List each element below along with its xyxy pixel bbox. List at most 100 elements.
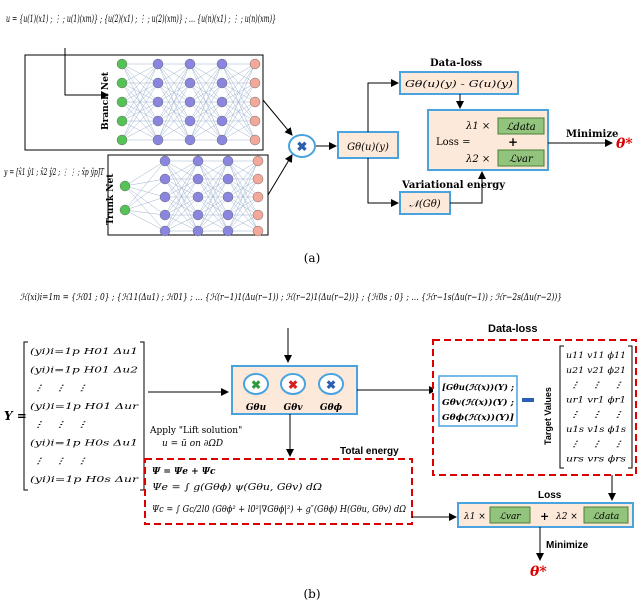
n-g-theta-label: 𝒩(Gθ) xyxy=(409,199,440,210)
lambda2-a: λ2 × xyxy=(465,154,490,165)
g-u-icon: ✖ xyxy=(251,378,261,392)
net-edge xyxy=(197,160,229,198)
panel-a: u = {u(1)(x1) ; ⋮ ; u(1)(xm)} ; {u(2)(x1… xyxy=(3,14,633,265)
total-energy-box xyxy=(144,458,413,525)
net-node xyxy=(159,155,171,167)
y-matrix-right-bracket xyxy=(140,341,145,491)
net-node xyxy=(152,96,164,108)
y-matrix-row: ⋮ ⋮ ⋮ xyxy=(30,457,90,466)
data-loss-box-a xyxy=(399,71,519,95)
net-edge xyxy=(157,63,191,141)
net-edge xyxy=(221,63,256,103)
y-matrix-left-bracket xyxy=(23,341,28,491)
minimize-label-b: Minimize xyxy=(546,540,589,551)
target-row: ⋮ ⋮ ⋮ xyxy=(566,440,626,449)
l-var-label-a: ℒvar xyxy=(509,154,534,165)
y-matrix-row: (yi)i=1p H01 Δu1 xyxy=(30,347,138,356)
g-v-icon: ✖ xyxy=(288,378,298,392)
net-edge xyxy=(164,214,199,232)
net-node xyxy=(192,191,204,203)
net-edge xyxy=(124,178,166,187)
net-node xyxy=(252,155,264,167)
total-energy-title: Total energy xyxy=(340,446,399,457)
data-loss-title-a: Data-loss xyxy=(430,58,482,69)
arrow-u-to-branch xyxy=(64,48,109,99)
net-edge xyxy=(121,82,159,141)
y-matrix-row: ⋮ ⋮ ⋮ xyxy=(30,420,90,429)
net-node xyxy=(249,77,261,89)
net-node xyxy=(192,173,204,185)
arrow-variational-to-loss xyxy=(450,171,486,204)
y-matrix-row: ⋮ ⋮ ⋮ xyxy=(30,384,90,393)
net-edge xyxy=(221,82,256,141)
arrow-g-to-variational xyxy=(367,158,399,207)
theta-star-a: θ* xyxy=(616,136,633,152)
net-edge xyxy=(221,63,256,84)
net-edge xyxy=(197,160,229,232)
net-node xyxy=(249,96,261,108)
trunk-network-diagram xyxy=(119,155,264,237)
g-phi-label: Gθϕ xyxy=(320,403,343,413)
net-edge xyxy=(124,209,166,216)
target-row: u11 v11 ϕ11 xyxy=(566,351,626,360)
net-node xyxy=(252,209,264,221)
target-row: u21 v21 ϕ21 xyxy=(566,366,626,375)
net-node xyxy=(216,77,228,89)
net-node xyxy=(152,77,164,89)
lift-solution-line1: Apply "Lift solution" xyxy=(149,426,242,436)
net-edge xyxy=(164,178,199,216)
l-var-box-b xyxy=(489,506,531,524)
g-phi-node xyxy=(318,373,344,395)
net-node xyxy=(184,134,196,146)
net-node xyxy=(119,204,131,216)
data-loss-title-b: Data-loss xyxy=(488,323,538,335)
minimize-label-a: Minimize xyxy=(566,129,618,140)
l-data-box-b xyxy=(583,506,629,524)
net-edge xyxy=(189,63,223,103)
energy-eq2: Ψe = ∫ g(Gθϕ) ψ(Gθu, Gθv) dΩ xyxy=(152,482,323,493)
net-node xyxy=(116,115,128,127)
net-node xyxy=(192,225,204,237)
net-edge xyxy=(124,185,166,232)
loss-title-b: Loss xyxy=(538,490,562,501)
arrow-trunk-to-product xyxy=(267,154,293,196)
y-matrix-row: (yi)i=1p H0s Δu1 xyxy=(30,438,138,447)
net-edge xyxy=(189,63,223,122)
lambda1-a: λ1 × xyxy=(465,121,490,132)
net-edge xyxy=(197,214,229,232)
net-edge xyxy=(227,178,259,216)
branch-net-box xyxy=(24,54,264,151)
branch-network-diagram xyxy=(116,58,261,146)
subtract-sign xyxy=(522,398,534,402)
prediction-line2: Gθv(ℋ(x))(Y) ; xyxy=(442,397,514,407)
net-node xyxy=(152,115,164,127)
net-edge xyxy=(124,185,166,216)
lambda1-b: λ1 × xyxy=(463,512,486,522)
arrow-branch-to-product xyxy=(262,99,293,136)
caption-b: (b) xyxy=(303,587,320,601)
net-node xyxy=(116,134,128,146)
net-edge xyxy=(197,196,229,216)
net-node xyxy=(216,58,228,70)
target-row: ⋮ ⋮ ⋮ xyxy=(566,381,626,390)
l-data-box-a xyxy=(497,117,545,135)
loss-label-a: Loss = xyxy=(436,137,470,148)
variational-energy-title: Variational energy xyxy=(401,180,506,191)
net-node xyxy=(159,225,171,237)
net-node xyxy=(184,96,196,108)
net-edge xyxy=(227,160,259,216)
net-edge xyxy=(124,185,166,198)
product-node xyxy=(288,134,316,158)
y-definition: y = [x̂1 ŷ1 ; x̂2 ŷ2 ; ⋮ ⋮ ; x̂p ŷp]T xyxy=(3,167,104,178)
energy-eq3: Ψc = ∫ Gc/2l0 (Gθϕ² + l0²|∇Gθϕ|²) + g″(G… xyxy=(152,504,406,515)
l-var-box-a xyxy=(497,149,545,167)
net-edge xyxy=(221,63,256,141)
net-node xyxy=(222,155,234,167)
l-data-label-a: ℒdata xyxy=(506,122,536,133)
g-phi-icon: ✖ xyxy=(326,378,336,392)
net-edge xyxy=(197,178,229,216)
l-data-label-b: ℒdata xyxy=(593,512,620,522)
net-node xyxy=(252,191,264,203)
